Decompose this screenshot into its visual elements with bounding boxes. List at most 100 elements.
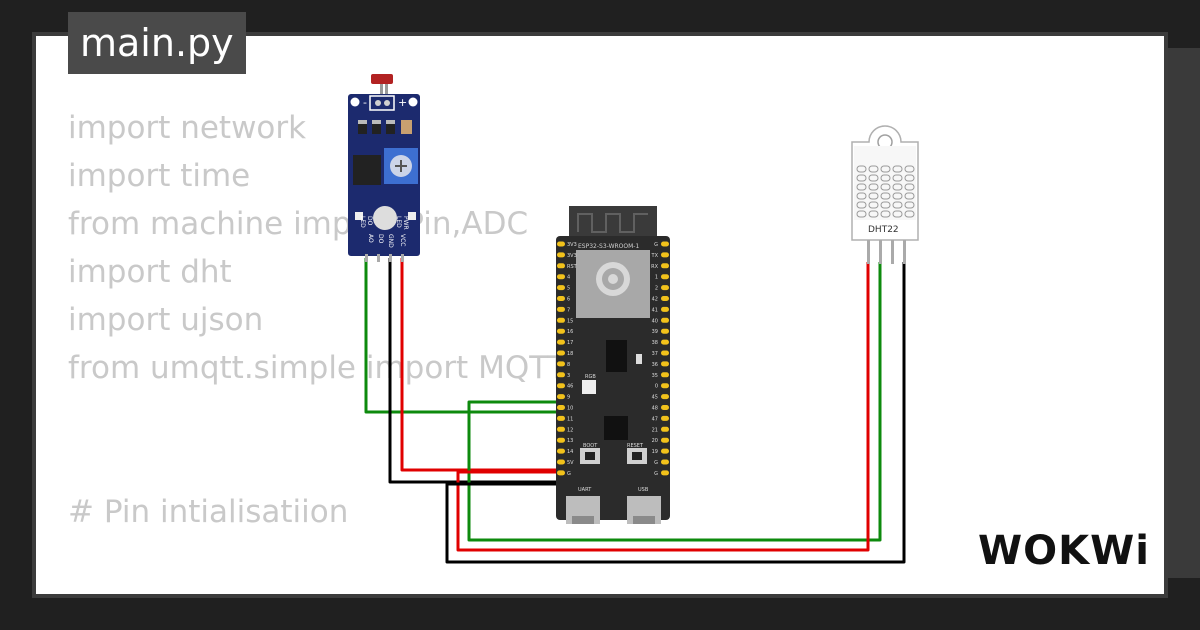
code-line: # Pin intialisatiion xyxy=(68,494,349,530)
dht22-vent-slot xyxy=(856,192,867,200)
header-pin-right[interactable] xyxy=(661,426,669,432)
header-pin-left[interactable] xyxy=(557,252,565,258)
ldr-sensor-module[interactable]: - + DO LED PWR LED AO DO GND VCC xyxy=(348,74,420,262)
svg-text:VCC: VCC xyxy=(399,234,406,246)
header-pin-right[interactable] xyxy=(661,263,669,269)
dht22-vent-slot xyxy=(892,201,903,209)
header-pin-left[interactable] xyxy=(557,394,565,400)
pin-label-right: 21 xyxy=(652,427,658,433)
wire-ldr-gnd-to-gnd xyxy=(388,258,560,484)
code-line: dh = machine.dht.DHT22(Pin(2)) xyxy=(68,584,577,594)
header-pin-right[interactable] xyxy=(661,350,669,356)
header-pin-left[interactable] xyxy=(557,437,565,443)
wire-dht-vcc-to-5v xyxy=(456,262,870,552)
dht22-vent-slot xyxy=(868,174,879,182)
dht22-vent-slot xyxy=(904,192,915,200)
pin-label-left: RST xyxy=(567,264,578,270)
ldr-comparator-chip xyxy=(353,155,381,185)
code-line: from umqtt.simple import MQTT xyxy=(68,350,567,386)
pin-label-right: 1 xyxy=(655,275,658,281)
pin-label-right: G xyxy=(654,242,658,248)
header-pin-right[interactable] xyxy=(661,274,669,280)
header-pin-left[interactable] xyxy=(557,405,565,410)
pin-label-right: 0 xyxy=(655,384,658,390)
svg-text:AO: AO xyxy=(367,234,374,243)
header-pin-left[interactable] xyxy=(557,328,565,334)
header-pin-left[interactable] xyxy=(557,361,565,367)
header-pin-right[interactable] xyxy=(661,394,669,400)
dht22-vent-slot xyxy=(868,183,879,191)
dht22-sensor[interactable]: DHT22 xyxy=(851,125,919,264)
ldr-mount-hole xyxy=(373,206,397,230)
svg-text:LED: LED xyxy=(395,216,402,228)
svg-text:WOKWi: WOKWi xyxy=(978,528,1150,574)
pin-label-left: 12 xyxy=(567,427,573,433)
header-pin-left[interactable] xyxy=(557,296,565,301)
wires xyxy=(364,258,906,564)
header-pin-left[interactable] xyxy=(557,339,565,345)
header-pin-right[interactable] xyxy=(661,383,669,389)
svg-text:USB: USB xyxy=(638,487,649,493)
header-pin-left[interactable] xyxy=(557,426,565,432)
svg-text:DO: DO xyxy=(377,234,384,244)
header-pin-right[interactable] xyxy=(661,339,669,345)
header-pin-right[interactable] xyxy=(661,252,669,258)
dht22-vent-slot xyxy=(856,210,867,218)
header-pin-left[interactable] xyxy=(557,306,565,312)
wokwi-logo: WOKWi xyxy=(978,528,1150,574)
header-pin-right[interactable] xyxy=(661,437,669,443)
header-pin-right[interactable] xyxy=(661,415,669,421)
header-pin-left[interactable] xyxy=(557,448,565,454)
header-pin-right[interactable] xyxy=(661,285,669,291)
pin-label-right: 38 xyxy=(652,340,658,346)
svg-text:-: - xyxy=(363,96,367,109)
header-pin-left[interactable] xyxy=(557,263,565,269)
header-pin-right[interactable] xyxy=(661,405,669,410)
header-pin-right[interactable] xyxy=(661,241,669,247)
dht22-vent-slot xyxy=(880,165,891,173)
header-pin-right[interactable] xyxy=(661,317,669,323)
dht22-vent-slot xyxy=(904,201,915,209)
header-pin-left[interactable] xyxy=(557,372,565,378)
header-pin-left[interactable] xyxy=(557,470,565,476)
pin-label-left: 3V3 xyxy=(567,242,577,248)
file-tab-main-py[interactable]: main.py xyxy=(68,12,246,74)
header-pin-right[interactable] xyxy=(661,361,669,367)
right-panel-edge xyxy=(1168,48,1200,578)
dht22-vent-slot xyxy=(856,174,867,182)
header-pin-right[interactable] xyxy=(661,459,669,465)
pin-label-left: 18 xyxy=(567,351,573,357)
header-pin-right[interactable] xyxy=(661,306,669,312)
header-pin-left[interactable] xyxy=(557,459,565,465)
pin-label-left: 4 xyxy=(567,275,570,281)
dht22-vent-slot xyxy=(892,165,903,173)
pin-label-left: 7 xyxy=(567,307,570,313)
header-pin-left[interactable] xyxy=(557,383,565,389)
header-pin-right[interactable] xyxy=(661,328,669,334)
header-pin-right[interactable] xyxy=(661,448,669,454)
svg-text:BOOT: BOOT xyxy=(583,443,598,449)
esp32-s3-board[interactable]: ESP32-S3-WROOM-1 RGB BOOT RESET UART USB… xyxy=(556,206,670,524)
dht22-vent-slot xyxy=(868,201,879,209)
dht22-vent-slot xyxy=(868,210,879,218)
header-pin-left[interactable] xyxy=(557,241,565,247)
pin-label-right: 47 xyxy=(652,416,658,422)
code-line: import ujson xyxy=(68,302,264,338)
dht22-vent-slot xyxy=(880,183,891,191)
header-pin-left[interactable] xyxy=(557,274,565,280)
dht22-vent-slot xyxy=(892,174,903,182)
header-pin-left[interactable] xyxy=(557,317,565,323)
header-pin-left[interactable] xyxy=(557,285,565,291)
header-pin-right[interactable] xyxy=(661,470,669,476)
header-pin-left[interactable] xyxy=(557,350,565,356)
header-pin-left[interactable] xyxy=(557,415,565,421)
header-pin-right[interactable] xyxy=(661,372,669,378)
pin-label-left: 17 xyxy=(567,340,573,346)
dht22-vent-slot xyxy=(892,192,903,200)
pin-label-right: 45 xyxy=(652,395,658,401)
pin-label-left: 15 xyxy=(567,318,573,324)
header-pin-right[interactable] xyxy=(661,296,669,301)
pin-label-right: 39 xyxy=(652,329,658,335)
pin-label-left: 13 xyxy=(567,438,573,444)
svg-text:ESP32-S3-WROOM-1: ESP32-S3-WROOM-1 xyxy=(578,243,639,250)
